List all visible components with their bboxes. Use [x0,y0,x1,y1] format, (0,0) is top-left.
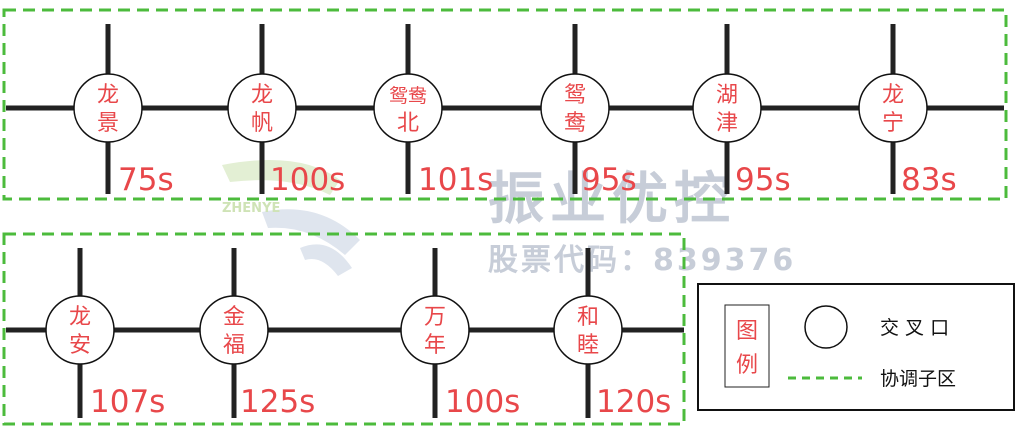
intersection: 和睦 120s [553,295,671,420]
cycle-time-label: 100s [270,162,345,198]
intersection-name-line: 宁 [882,111,904,136]
intersection-name-line: 北 [397,111,419,136]
intersection-name-line: 福 [223,333,245,358]
cycle-time-label: 100s [445,384,520,420]
watermark-logo-text: ZHENYE [222,201,280,216]
intersection-name-line: 和 [577,305,599,330]
intersection-name-line: 鸳 [564,83,586,108]
intersection-circle [540,73,610,143]
legend-intersection-symbol [804,305,848,349]
intersection-name-line: 津 [716,111,738,136]
intersection-name-line: 湖 [716,83,738,108]
intersection: 鸳鸯 95s [540,73,637,198]
intersection: 湖津 95s [692,73,791,198]
intersection-name-line: 龙 [97,83,119,108]
legend: 图 例 交 叉 口 协调子区 [697,283,1015,411]
legend-title-box [724,304,770,388]
watermark-logo: ZHENYE [222,160,360,276]
intersection-name-line: 帆 [251,111,273,136]
intersection: 鸳鸯北 101s [373,73,493,198]
intersection-name-line: 龙 [882,83,904,108]
cycle-time-label: 125s [240,384,315,420]
intersection: 金福 125s [199,295,315,420]
intersection-circle [45,295,115,365]
cycle-time-label: 107s [90,384,165,420]
intersection-circle [692,73,762,143]
intersection-name-line: 睦 [577,333,599,358]
cycle-time-label: 75s [118,162,174,198]
intersection-circle [400,295,470,365]
legend-subzone-label: 协调子区 [880,368,956,390]
intersection-circle [373,73,443,143]
intersection: 龙安 107s [45,295,165,420]
intersection-name-line: 龙 [251,83,273,108]
cycle-time-label: 95s [581,162,637,198]
intersection-name-line: 年 [424,333,446,358]
legend-intersection-label: 交 叉 口 [880,317,949,339]
cycle-time-label: 101s [418,162,493,198]
legend-title-line-2: 例 [736,353,758,378]
intersection-name-line: 鸳鸯 [389,85,427,107]
intersection-name-line: 景 [97,111,119,136]
intersection-circle [858,73,928,143]
cycle-time-label: 83s [901,162,957,198]
intersection-name-line: 金 [223,305,245,330]
intersection-layer: 龙景75s龙帆100s鸳鸯北101s鸳鸯95s湖津95s龙宁83s龙安107s金… [45,73,957,420]
intersection-name-line: 安 [69,333,91,358]
intersection-circle [227,73,297,143]
cycle-time-label: 95s [735,162,791,198]
intersection: 龙宁 83s [858,73,957,198]
intersection-name-line: 鸯 [564,111,586,136]
intersection: 龙帆 100s [227,73,345,198]
intersection-name-line: 龙 [69,305,91,330]
subzone-1-roads [6,24,1004,194]
intersection-circle [199,295,269,365]
intersection: 龙景 75s [73,73,174,198]
subzone-1-border [2,8,1008,201]
intersection-circle [73,73,143,143]
cycle-time-label: 120s [596,384,671,420]
intersection: 万年 100s [400,295,520,420]
intersection-name-line: 万 [424,305,446,330]
intersection-circle [553,295,623,365]
watermark-stock: 股票代码：839376 [488,243,796,278]
legend-title-line-1: 图 [736,319,758,344]
subzone-2-border [2,232,686,426]
